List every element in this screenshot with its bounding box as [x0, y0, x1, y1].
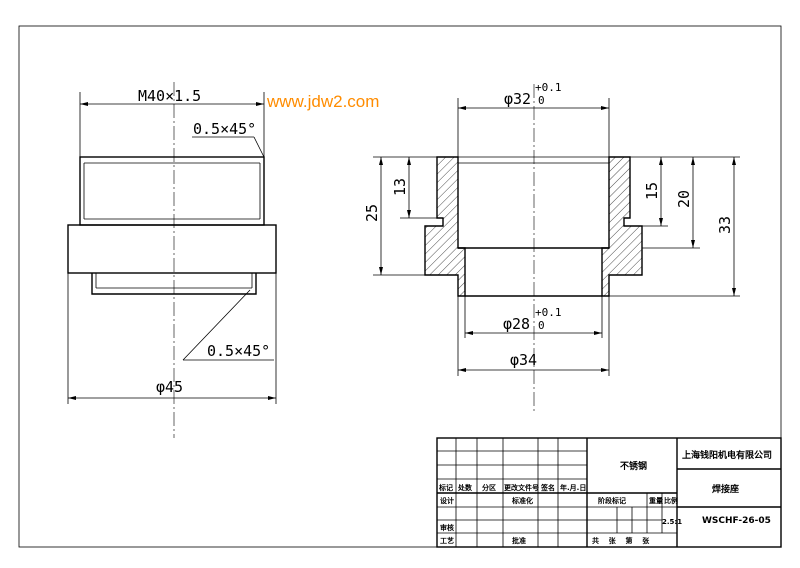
- title-block: 不锈钢 上海钱阳机电有限公司 焊接座 WSCHF-26-05 标记 处数 分区 …: [436, 437, 782, 548]
- company-name: 上海钱阳机电有限公司: [682, 449, 772, 461]
- phi28-label: φ28: [503, 315, 530, 333]
- phi32-tol-upper: +0.1: [535, 81, 562, 94]
- dim-20-label: 20: [675, 190, 693, 208]
- col-mark: 标记: [438, 483, 453, 492]
- row-design: 设计: [440, 496, 454, 505]
- bottom-boss: [91, 273, 257, 295]
- col-date: 年.月.日: [560, 483, 586, 492]
- weight-label: 重量: [649, 496, 663, 505]
- col-sign: 签名: [540, 483, 555, 492]
- thread-body: [79, 156, 265, 226]
- row-process: 工艺: [440, 536, 454, 545]
- stage-label: 阶段标记: [598, 496, 626, 505]
- scale-label: 比例: [664, 496, 678, 505]
- row-std: 标准化: [511, 496, 533, 505]
- dim-25-label: 25: [363, 204, 381, 222]
- phi32-tol-lower: 0: [538, 94, 545, 107]
- col-zone: 分区: [482, 483, 496, 492]
- dim-15-label: 15: [643, 182, 661, 200]
- sheet-count-text: 共 张 第 张: [592, 536, 650, 545]
- dim-33-label: 33: [716, 216, 734, 234]
- material-text: 不锈钢: [620, 460, 647, 472]
- left-view: M40×1.5 0.5×45° 0.5×45° φ45: [67, 82, 277, 438]
- thread-dim-label: M40×1.5: [138, 87, 201, 105]
- dim-13-label: 13: [391, 178, 409, 196]
- col-count: 处数: [457, 483, 473, 492]
- phi28-tol-upper: +0.1: [535, 306, 562, 319]
- phi28-tol-lower: 0: [538, 319, 545, 332]
- chamfer-top-label: 0.5×45°: [193, 120, 256, 138]
- col-docno: 更改文件号: [504, 483, 539, 492]
- right-view-section: φ32 +0.1 0 φ28 +0.1 0 φ34 13 25: [363, 81, 740, 412]
- part-name: 焊接座: [712, 483, 739, 495]
- scale-value: 2.5:1: [662, 518, 682, 526]
- drawing-number: WSCHF-26-05: [702, 516, 771, 526]
- phi32-label: φ32: [504, 90, 531, 108]
- sheet-border: [18, 25, 782, 548]
- row-review: 审核: [440, 523, 454, 532]
- watermark-text: www.jdw2.com: [266, 92, 379, 111]
- row-approve: 批准: [512, 536, 526, 545]
- flange: [67, 224, 277, 274]
- phi45-label: φ45: [156, 378, 183, 396]
- chamfer-bottom-label: 0.5×45°: [207, 342, 270, 360]
- phi34-label: φ34: [510, 351, 537, 369]
